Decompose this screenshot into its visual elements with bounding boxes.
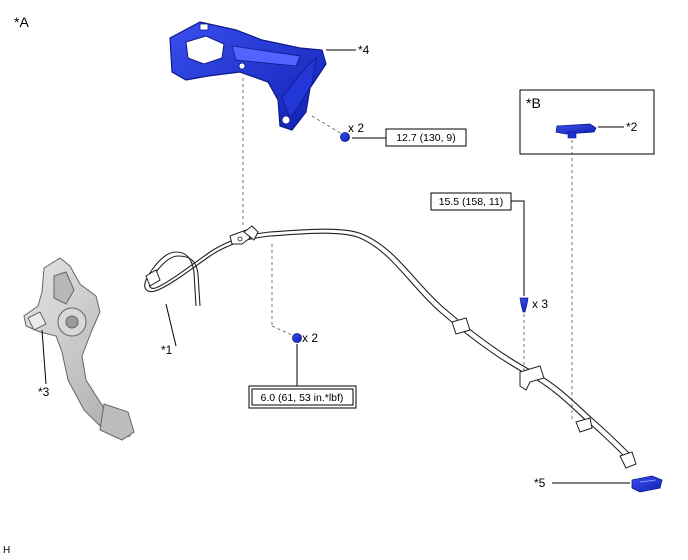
torque-lower: 6.0 (61, 53 in.*lbf): [261, 392, 344, 404]
cable-clip-mid: [451, 317, 471, 335]
leader-line-1: [165, 303, 177, 347]
nut-icon: [292, 333, 302, 343]
cable-end-pedal: [145, 269, 161, 287]
callout-5: *5: [534, 476, 546, 490]
brake-pedal-assembly: [23, 257, 135, 441]
parking-brake-cable: [144, 228, 633, 461]
cable-clip-detail: [575, 417, 593, 433]
torque-box-lower-inner: [251, 388, 354, 406]
connector-part: [631, 475, 663, 493]
view-label-a: *A: [14, 14, 29, 30]
clip-icon: [555, 123, 597, 139]
callout-1: *1: [161, 343, 173, 357]
qty-lower-nut: x 2: [302, 331, 318, 345]
qty-bracket-nut: x 2: [348, 121, 364, 135]
bolt-icon: [519, 297, 529, 313]
callout-4: *4: [358, 43, 370, 57]
view-label-b: *B: [526, 95, 541, 111]
torque-box-bracket: [385, 128, 467, 147]
callout-2: *2: [626, 120, 638, 134]
torque-bracket: 12.7 (130, 9): [396, 132, 456, 144]
callout-3: *3: [38, 385, 50, 399]
qty-clips: x 3: [532, 297, 548, 311]
leader-line-3: [41, 329, 47, 385]
cable-end-rear: [619, 451, 637, 469]
pedal-bracket: [169, 21, 327, 131]
dashed-guide-lower-b: [271, 325, 295, 337]
nut-icon: [340, 132, 350, 142]
leader-line-torque-clip: [511, 200, 525, 296]
cable-clip-lower: [519, 365, 545, 391]
torque-clip: 15.5 (158, 11): [439, 196, 504, 208]
detail-box-b: [519, 89, 655, 155]
cable-fitting-upper: [229, 225, 259, 245]
corner-mark: H: [3, 545, 10, 556]
dashed-guide-nut: [311, 115, 343, 135]
